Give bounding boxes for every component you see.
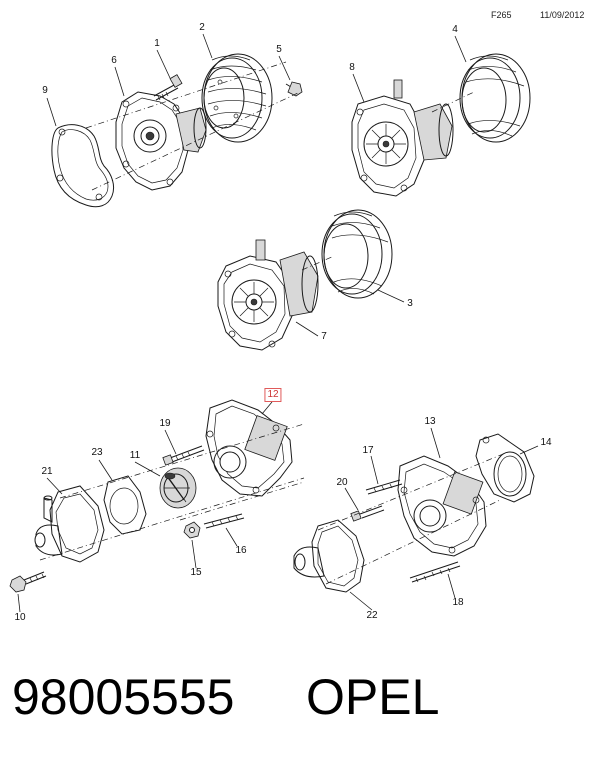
- housing-12: [205, 399, 293, 497]
- callout-14: 14: [540, 437, 552, 448]
- callout-7: 7: [321, 331, 327, 342]
- thermostat-11: [159, 467, 197, 509]
- callout-8: 8: [349, 62, 355, 73]
- inlet-21: [34, 485, 105, 563]
- brand-name: OPEL: [306, 669, 440, 725]
- stud-16: [203, 513, 245, 529]
- callout-18: 18: [452, 597, 464, 608]
- callout-11: 11: [129, 450, 141, 461]
- part-number: 98005555: [12, 669, 235, 725]
- callout-21: 21: [41, 466, 53, 477]
- callout-12: 12: [264, 388, 282, 402]
- bolt-1: [153, 74, 183, 101]
- bolt-19: [162, 445, 205, 466]
- diagram-date: 11/09/2012: [540, 10, 585, 20]
- callout-20: 20: [336, 477, 348, 488]
- callout-22: 22: [366, 610, 378, 621]
- bolt-5: [285, 81, 303, 97]
- pulley-4: [459, 53, 531, 143]
- pump-housing-6: [115, 91, 207, 191]
- callout-5: 5: [276, 44, 282, 55]
- bolt-10: [9, 571, 47, 593]
- stud-18: [409, 561, 461, 583]
- callout-3: 3: [407, 298, 413, 309]
- callout-15: 15: [190, 567, 202, 578]
- housing-13: [397, 455, 487, 557]
- callout-9: 9: [42, 85, 48, 96]
- stud-17: [365, 479, 403, 495]
- callout-4: 4: [452, 24, 458, 35]
- pulley-2: [201, 53, 273, 143]
- callout-2: 2: [199, 22, 205, 33]
- callout-13: 13: [424, 416, 436, 427]
- callout-16: 16: [235, 545, 247, 556]
- callout-23: 23: [91, 447, 103, 458]
- diagram-code: F265: [491, 10, 512, 20]
- callout-17: 17: [362, 445, 374, 456]
- callout-1: 1: [154, 38, 160, 49]
- pulley-3: [321, 209, 393, 299]
- callout-6: 6: [111, 55, 117, 66]
- nut-15: [183, 521, 201, 539]
- gasket-9: [51, 124, 115, 208]
- pump-7: [217, 239, 319, 351]
- callout-19: 19: [159, 418, 171, 429]
- pump-8: [351, 79, 454, 197]
- callout-10: 10: [14, 612, 26, 623]
- gasket-14: [475, 433, 535, 503]
- outlet-22: [293, 519, 365, 593]
- bolt-20: [350, 505, 385, 522]
- gasket-23: [103, 475, 147, 535]
